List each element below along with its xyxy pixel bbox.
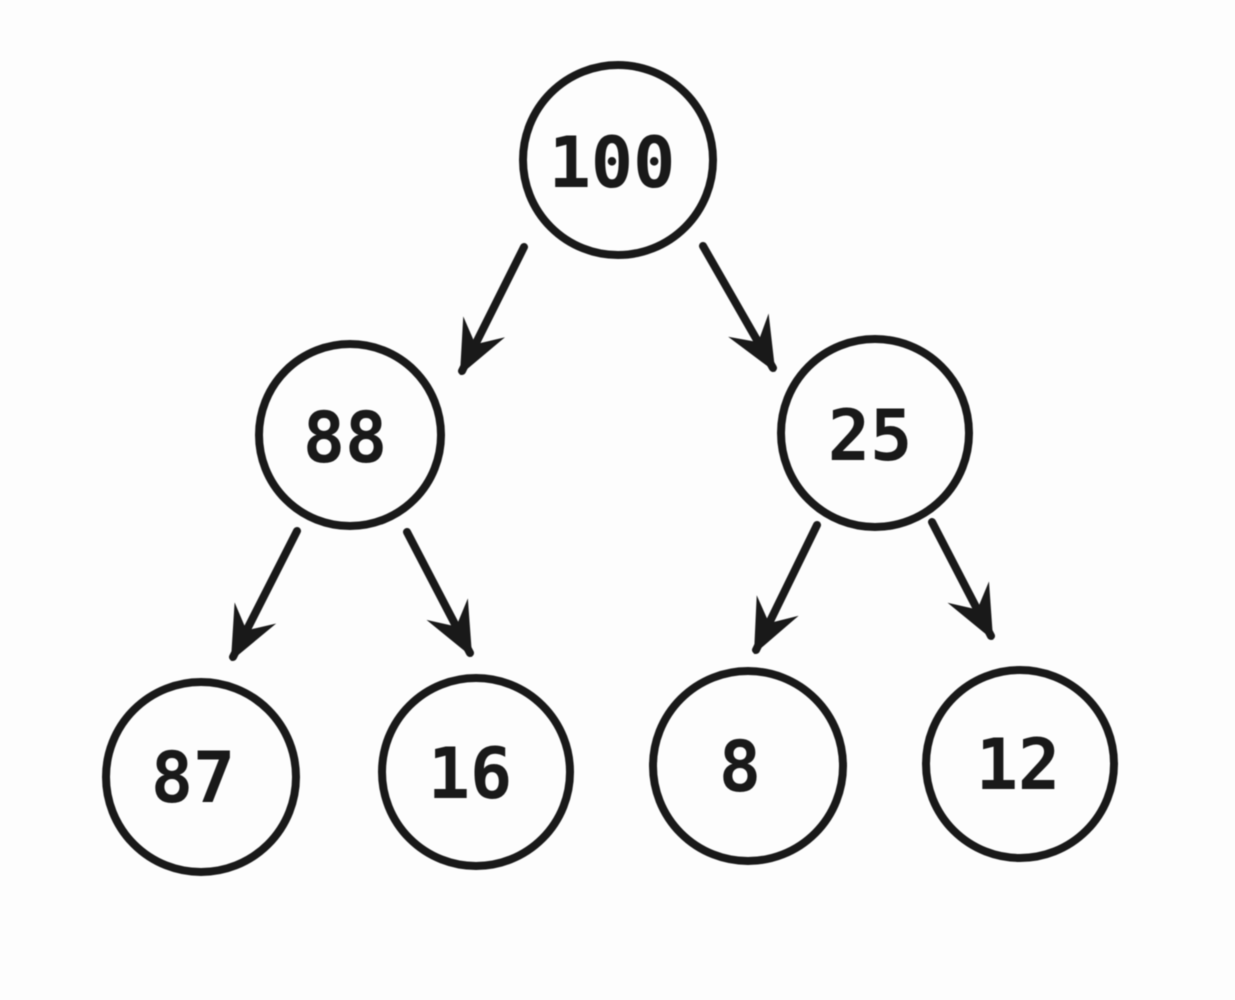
node-label-left: 88 — [303, 397, 387, 479]
edge-arrow-88-16 — [403, 528, 474, 658]
tree-edges — [229, 242, 995, 662]
tree-node-left: 88 — [255, 340, 445, 530]
edge-arrow-100-25 — [699, 242, 777, 373]
tree-node-right-left: 8 — [649, 667, 847, 865]
node-circle-left-right — [378, 674, 574, 870]
node-label-root: 100 — [549, 122, 675, 204]
edge-arrow-25-8 — [752, 521, 821, 655]
node-label-left-left: 87 — [151, 737, 235, 819]
node-circle-left-left — [102, 678, 300, 876]
edge-arrow-25-12 — [928, 518, 995, 641]
tree-node-right-right: 12 — [922, 666, 1118, 862]
node-circle-root — [519, 61, 717, 259]
node-circle-left — [255, 340, 445, 530]
node-circle-right-left — [649, 667, 847, 865]
node-label-right: 25 — [828, 395, 912, 477]
edge-arrow-88-87 — [229, 527, 301, 662]
node-circle-right — [777, 335, 973, 531]
node-circle-right-right — [922, 666, 1118, 862]
node-label-right-right: 12 — [976, 724, 1060, 806]
node-label-left-right: 16 — [428, 733, 512, 815]
tree-node-left-left: 87 — [102, 678, 300, 876]
tree-node-root: 100 — [519, 61, 717, 259]
tree-node-left-right: 16 — [378, 674, 574, 870]
node-label-right-left: 8 — [719, 726, 761, 808]
tree-node-right: 25 — [777, 335, 973, 531]
edge-arrow-100-88 — [458, 243, 528, 376]
